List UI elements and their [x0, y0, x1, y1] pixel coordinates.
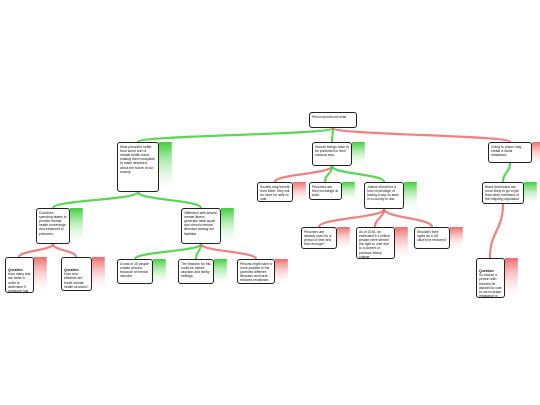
argument-node-15-people[interactable]: A total of 15 people enable prisons beca… [117, 259, 153, 284]
argument-node-black-americans[interactable]: Black Americans are more likely to go to… [482, 182, 524, 204]
argument-node-exchange-work[interactable]: Prisoners are then exchange at work. [309, 182, 342, 200]
oppose-link [51, 243, 78, 258]
oppose-link [331, 126, 512, 144]
question-text: How cost effective are these mental heal… [64, 272, 89, 289]
support-side-bar [153, 259, 166, 286]
support-link [501, 162, 512, 183]
oppose-side-bar [337, 227, 350, 251]
argument-node-reasons[interactable]: The reasons for this could be varied: ab… [178, 259, 214, 284]
argument-node-rights-restored[interactable]: Shouldn't their rights as a US citizen b… [414, 227, 450, 249]
question-text: How many test are done in order to deter… [8, 272, 31, 293]
oppose-side-bar [293, 182, 306, 204]
argument-node-positive-juveniles[interactable]: Prisons might have a more positive in th… [237, 259, 275, 284]
oppose-link [273, 164, 334, 184]
support-side-bar [352, 142, 365, 168]
argument-node-screenings[interactable]: Countries spending states to provide men… [36, 208, 70, 244]
question-title: Question [8, 267, 23, 272]
support-side-bar [70, 208, 83, 246]
oppose-link [382, 208, 434, 228]
argument-node-severe-illness[interactable]: Offenders with severe mental illness gen… [181, 208, 221, 244]
oppose-side-bar [275, 259, 288, 286]
support-side-bar [214, 259, 227, 286]
support-link [51, 190, 140, 210]
support-link [330, 165, 386, 183]
argument-node-mental-health[interactable]: Most prisoners suffer from some sort of … [117, 142, 159, 192]
oppose-side-bar [92, 257, 105, 293]
argument-node-society-benefit[interactable]: Society may benefit from them; they will… [257, 182, 293, 202]
oppose-side-bar [505, 258, 518, 300]
support-link [136, 190, 203, 210]
root-claim-node[interactable]: Prison should not exist. [309, 112, 357, 128]
support-link [136, 126, 335, 144]
argument-node-racial-imbalance[interactable]: Going to prison may create a racial imba… [488, 142, 532, 163]
question-title: Question [64, 267, 79, 272]
oppose-side-bar [450, 227, 463, 251]
oppose-side-bar [532, 142, 540, 166]
question-title: Question [479, 268, 494, 273]
question-text: So should a person with felonies be allo… [479, 273, 502, 298]
support-link [330, 127, 335, 143]
argument-node-6-1-million[interactable]: As of 2016, an estimated 6.1 million peo… [356, 227, 395, 259]
argument-node-privilege[interactable]: Justice should be a form of privilege of… [364, 182, 404, 209]
oppose-link [199, 242, 258, 261]
oppose-side-bar [34, 257, 47, 295]
support-side-bar [342, 182, 355, 202]
oppose-link [488, 203, 505, 259]
oppose-side-bar [395, 227, 408, 261]
support-side-bar [159, 142, 172, 194]
support-side-bar [404, 182, 417, 211]
oppose-link [317, 208, 386, 228]
argument-node-punishment[interactable]: Human beings have to be punished for the… [312, 142, 352, 166]
support-side-bar [221, 208, 234, 246]
argument-node-already-used[interactable]: Prisoners are already used for a period … [301, 227, 337, 249]
oppose-link [17, 243, 55, 258]
support-link [133, 242, 203, 261]
support-side-bar [524, 182, 537, 206]
